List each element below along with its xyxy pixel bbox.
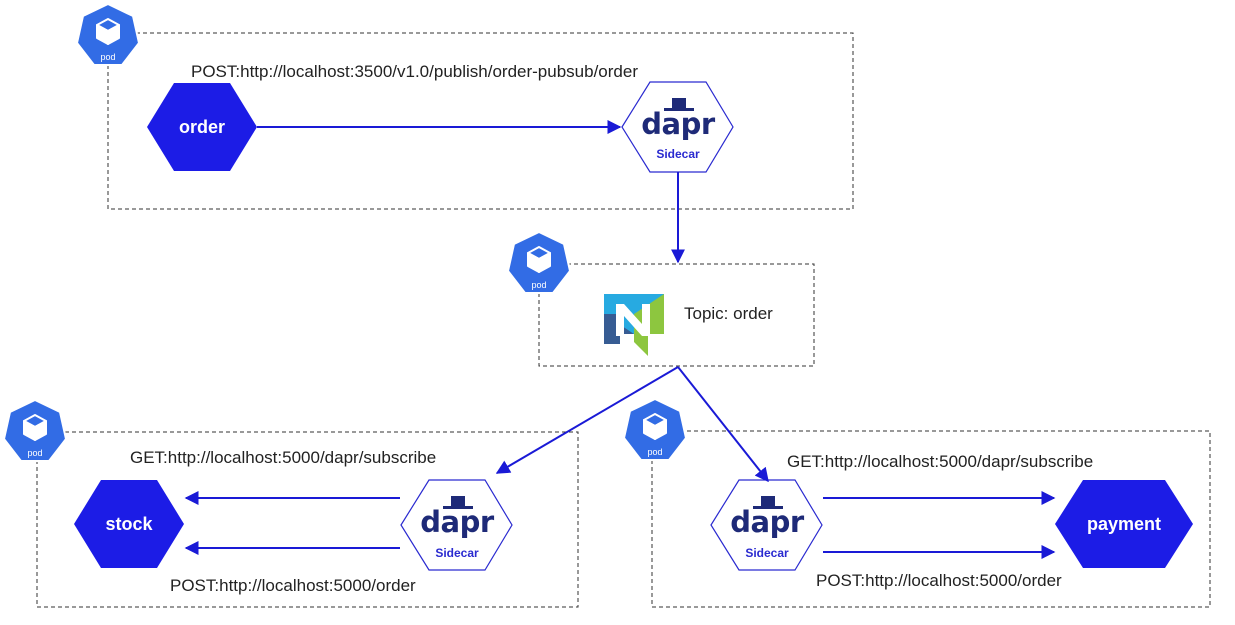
arrow-broker-to-stock-sidecar [495,366,679,474]
dapr-hat-icon [443,496,473,509]
payment-service: payment [1055,480,1193,568]
order-service-label: order [179,117,225,137]
pod-icon: pod [2,398,68,462]
sidecar-label: Sidecar [656,147,700,161]
pod-icon: pod [506,230,572,294]
sidecar-label: Sidecar [745,546,789,560]
order-pod-box [107,32,854,210]
pod-label: pod [647,447,662,457]
nats-logo [604,294,664,356]
stock-pod-box [36,431,579,608]
broker-pod-box [538,263,815,367]
dapr-logo: dapr [730,505,805,539]
dapr-logo: dapr [420,505,495,539]
dapr-logo: dapr [641,107,716,141]
arrow-broker-to-payment-sidecar [677,366,769,483]
pod-label: pod [531,280,546,290]
dapr-sidecar-payment: dapr Sidecar [710,479,823,571]
dapr-hat-icon [753,496,783,509]
cube-icon [96,18,120,45]
cube-icon [527,246,551,273]
dapr-hat-icon [664,98,694,111]
cube-icon [23,414,47,441]
dapr-sidecar-order: dapr Sidecar [621,81,734,173]
pod-label: pod [27,448,42,458]
pod-label: pod [100,52,115,62]
edge-label-payment-post: POST:http://localhost:5000/order [816,571,1062,590]
payment-pod-box [651,430,1211,608]
edge-label-stock-post: POST:http://localhost:5000/order [170,576,416,595]
sidecar-label: Sidecar [435,546,479,560]
dapr-sidecar-stock: dapr Sidecar [400,479,513,571]
stock-service: stock [74,480,184,568]
topic-label: Topic: order [684,304,773,323]
stock-service-label: stock [105,514,153,534]
edge-label-stock-subscribe: GET:http://localhost:5000/dapr/subscribe [130,448,436,467]
edge-label-payment-subscribe: GET:http://localhost:5000/dapr/subscribe [787,452,1093,471]
order-service: order [147,83,257,171]
edge-label-order-publish: POST:http://localhost:3500/v1.0/publish/… [191,62,638,81]
pod-icon: pod [622,397,688,461]
payment-service-label: payment [1087,514,1161,534]
pod-icon: pod [75,2,141,66]
cube-icon [643,413,667,440]
